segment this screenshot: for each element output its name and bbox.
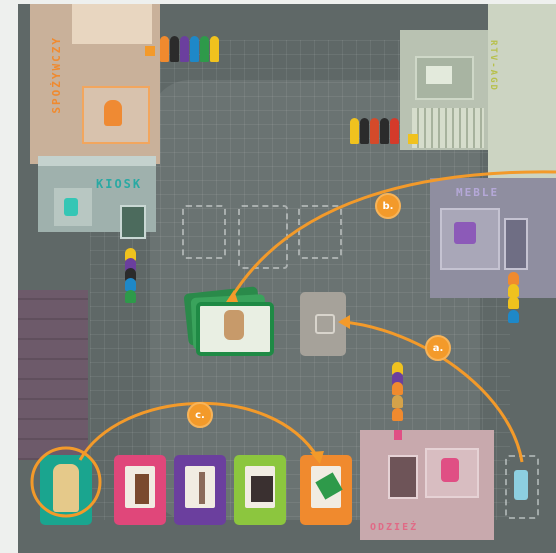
arrow-icon	[230, 172, 556, 300]
arrow-icon	[338, 315, 350, 329]
marker-b: b.	[375, 193, 401, 219]
marker-a: a.	[425, 335, 451, 361]
marker-c: c.	[187, 402, 213, 428]
arrow-icon	[310, 451, 324, 464]
highlight-ring	[32, 448, 100, 516]
